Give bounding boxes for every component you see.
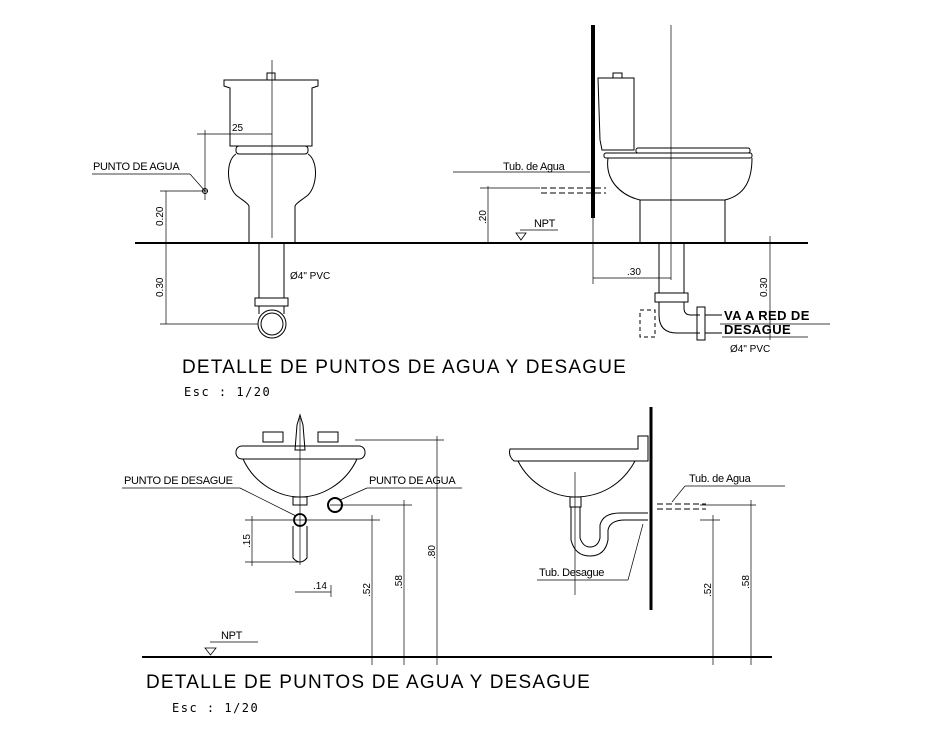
npt-triangle-bottom — [204, 647, 217, 656]
side-tank-button — [612, 72, 623, 79]
toilet-front-view: PUNTO DE AGUA 25 0.20 0.30 Ø4" PVC — [92, 60, 808, 339]
punto-agua-sink-leader-d — [339, 487, 368, 501]
sink-side-view: Tub. de Agua Tub. Desague .52 .58 — [509, 407, 785, 665]
dim-20-label: .20 — [478, 210, 489, 224]
sink-front-view: PUNTO DE DESAGUE PUNTO DE AGUA .15 .14 .… — [122, 413, 772, 665]
side-sink-bowl — [517, 460, 636, 498]
npt-label-top: NPT — [534, 218, 556, 230]
npt-label-bottom: NPT — [221, 630, 243, 642]
pipe-elbow-circle — [257, 309, 287, 339]
side-dim-58-label: .58 — [741, 575, 752, 589]
side-bowl — [607, 157, 753, 243]
side-tub-agua-leader-d — [671, 485, 686, 503]
red-label-line2: DESAGUE — [724, 322, 791, 337]
side-elbow — [658, 302, 700, 334]
side-collar — [654, 292, 689, 303]
left-handle — [262, 431, 284, 443]
dim-020-label: 0.20 — [155, 206, 166, 226]
dim-14-label: .14 — [313, 581, 327, 592]
side-dim-52-label: .52 — [703, 583, 714, 597]
toilet-side-view: Tub. de Agua .20 NPT .30 0.30 VA A RED D… — [453, 25, 830, 355]
npt-triangle-top — [515, 232, 527, 241]
side-pipe-size-label: Ø4" PVC — [730, 344, 770, 355]
title-top: DETALLE DE PUNTOS DE AGUA Y DESAGUE — [182, 357, 627, 378]
punto-desague-label: PUNTO DE DESAGUE — [124, 475, 233, 487]
pipe-collar — [254, 297, 289, 307]
toilet-bowl — [228, 153, 316, 243]
scale-bottom: Esc : 1/20 — [172, 701, 259, 715]
faucet — [294, 413, 306, 451]
sink-basin-rim — [235, 445, 366, 460]
side-trap — [570, 507, 648, 557]
side-trap-top — [569, 496, 582, 508]
dim-30-label: .30 — [627, 267, 641, 278]
side-tub-desague-leader-d — [627, 523, 644, 581]
dim-030-right-label: 0.30 — [759, 277, 770, 297]
punto-agua-label: PUNTO DE AGUA — [93, 161, 180, 173]
side-tank — [597, 77, 635, 151]
side-seat — [635, 147, 751, 154]
side-dashed-cap — [639, 309, 656, 338]
dim-030-label: 0.30 — [155, 277, 166, 297]
side-tub-desague-label: Tub. Desague — [539, 567, 604, 579]
side-tub-agua-label: Tub. de Agua — [689, 473, 752, 485]
dim-58-label: .58 — [394, 575, 405, 589]
side-lid — [603, 152, 753, 159]
side-sink-rim — [509, 435, 649, 462]
dim-52-label: .52 — [362, 583, 373, 597]
pipe-size-label: Ø4" PVC — [290, 271, 330, 282]
tub-agua-label: Tub. de Agua — [503, 161, 566, 173]
scale-top: Esc : 1/20 — [184, 385, 271, 399]
pipe-elbow-inner — [260, 312, 284, 336]
right-handle — [317, 431, 339, 443]
title-bottom: DETALLE DE PUNTOS DE AGUA Y DESAGUE — [146, 672, 591, 693]
dim-80-label: .80 — [427, 545, 438, 559]
punto-agua-leader-d — [189, 173, 206, 192]
red-label-line1: VA A RED DE — [724, 308, 810, 323]
side-elbow-collar — [696, 306, 706, 341]
dim-25-label: 25 — [232, 123, 244, 134]
sink-drain-top — [292, 496, 308, 506]
toilet-tank — [223, 79, 319, 147]
punto-agua-sink-label: PUNTO DE AGUA — [369, 475, 456, 487]
dim-15-label: .15 — [242, 534, 253, 548]
tank-lid-button — [266, 72, 276, 81]
punto-desague-leader-d — [239, 487, 297, 517]
